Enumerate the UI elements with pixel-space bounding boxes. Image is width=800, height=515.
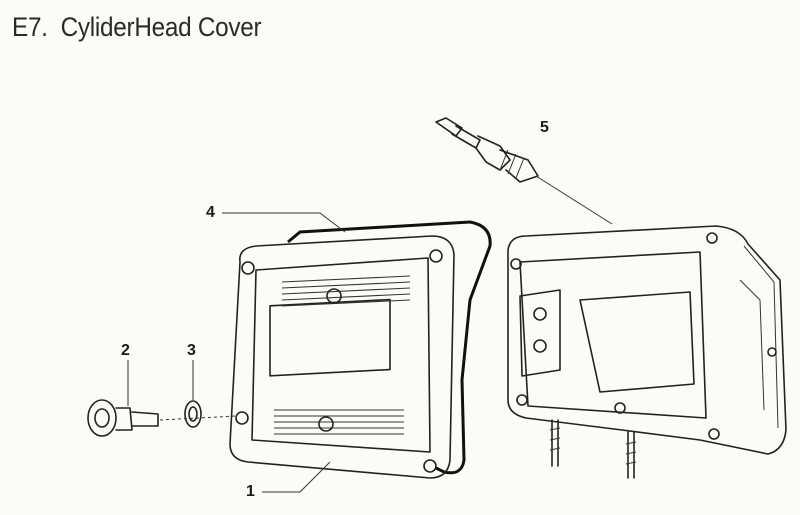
callout-washer: 3 bbox=[187, 342, 196, 359]
gasket bbox=[222, 212, 492, 475]
callout-cover: 1 bbox=[246, 483, 255, 500]
callout-spark-plug: 5 bbox=[540, 119, 549, 136]
sealing-washer bbox=[159, 360, 237, 428]
page-title: E7. CyliderHead Cover bbox=[12, 12, 262, 42]
callout-gasket: 4 bbox=[206, 204, 215, 221]
cylinder-head bbox=[507, 225, 787, 479]
spark-plug bbox=[435, 117, 613, 225]
flange-bolt bbox=[87, 360, 159, 437]
cylinder-head-cover bbox=[229, 235, 455, 493]
callout-bolt: 2 bbox=[121, 342, 130, 359]
